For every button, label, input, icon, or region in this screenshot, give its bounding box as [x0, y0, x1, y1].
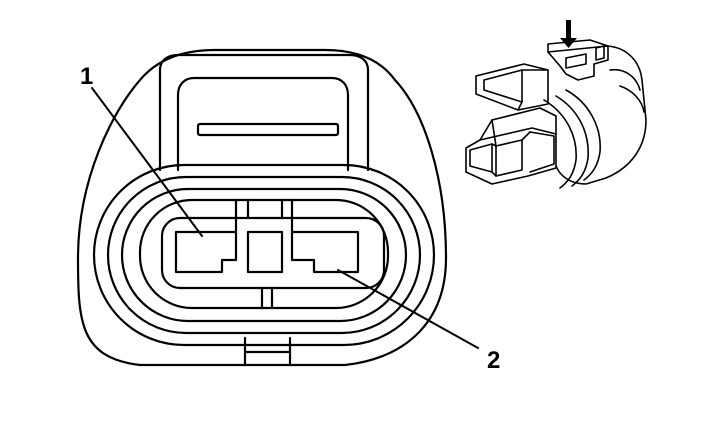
iso-upper-shroud-inner — [483, 69, 523, 103]
iso-top-latch-rib — [595, 45, 605, 61]
iso-top-latch-slot — [565, 53, 587, 69]
terminal-cavity-2 — [290, 230, 360, 274]
iso-plug-top — [479, 107, 557, 141]
iso-rear-seal — [609, 68, 645, 113]
iso-housing-ring-1 — [555, 95, 589, 187]
locking-tab-inner — [176, 76, 350, 172]
iso-terminal-divider — [491, 119, 531, 177]
callout-2: 2 — [337, 269, 500, 374]
iso-plug-face — [465, 127, 557, 185]
iso-terminal-2 — [495, 139, 523, 177]
connector-outer-shell — [76, 48, 448, 367]
down-arrow-icon — [560, 20, 577, 48]
connector-face-view — [76, 48, 448, 367]
iso-top-latch — [547, 39, 609, 81]
center-key — [246, 230, 284, 274]
iso-plug-side — [529, 131, 555, 173]
leader-line-2 — [337, 269, 479, 349]
locking-tab — [158, 53, 370, 172]
connector-isometric-view — [465, 20, 647, 189]
leader-line-1 — [91, 87, 203, 237]
iso-upper-shroud — [475, 63, 549, 111]
seal-ring-inner — [120, 187, 408, 323]
iso-housing-body — [547, 45, 647, 185]
iso-upper-shroud-side — [517, 69, 549, 111]
callout-label-2: 2 — [487, 347, 500, 374]
bottom-latch — [243, 336, 292, 367]
terminal-cavity-1 — [174, 230, 238, 274]
callout-1: 1 — [80, 63, 203, 237]
iso-housing-ring-2 — [543, 99, 577, 189]
seal-ring-outer — [92, 163, 436, 347]
seal-ring-middle — [106, 175, 422, 335]
locking-tab-slot — [196, 122, 340, 137]
iso-housing-ring-3 — [565, 89, 601, 181]
iso-terminal-1 — [469, 143, 493, 173]
cavity-housing — [138, 198, 390, 310]
callout-label-1: 1 — [80, 63, 93, 90]
